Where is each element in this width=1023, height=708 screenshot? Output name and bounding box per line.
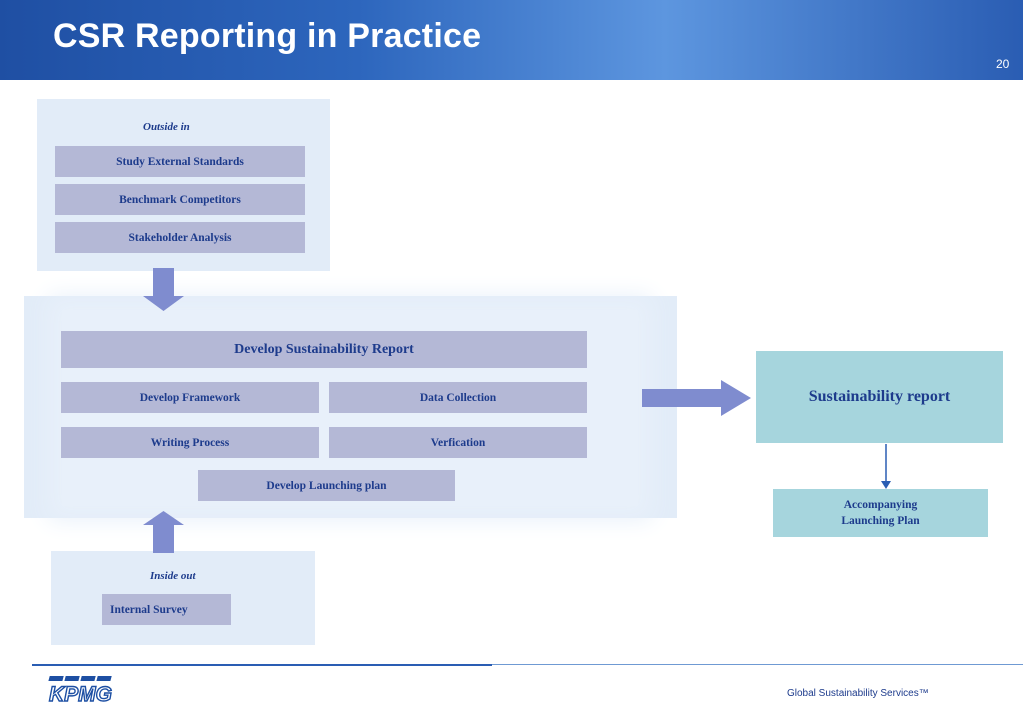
slide-header: CSR Reporting in Practice 20 — [0, 0, 1023, 80]
up-arrow-icon — [143, 511, 184, 553]
develop-framework-box: Develop Framework — [61, 382, 319, 413]
right-arrow-icon — [642, 380, 751, 416]
slide-title: CSR Reporting in Practice — [53, 17, 482, 55]
inside-out-label: Inside out — [150, 570, 196, 582]
accompanying-launching-plan-box: Accompanying Launching Plan — [773, 489, 988, 537]
launching-plan-line1: Accompanying — [843, 499, 918, 511]
study-external-standards-box: Study External Standards — [55, 146, 305, 177]
data-collection-box: Data Collection — [329, 382, 587, 413]
develop-launching-plan-box: Develop Launching plan — [198, 470, 455, 501]
page-number: 20 — [996, 57, 1010, 71]
outside-in-label: Outside in — [143, 121, 190, 133]
footer-text: Global Sustainability Services™ — [787, 688, 929, 699]
launching-plan-line2: Launching Plan — [841, 515, 920, 527]
small-down-arrow-icon — [881, 481, 891, 489]
stakeholder-analysis-box: Stakeholder Analysis — [55, 222, 305, 253]
svg-text:KPMG: KPMG — [49, 683, 112, 705]
footer-divider — [32, 664, 492, 666]
sustainability-report-box: Sustainability report — [756, 351, 1003, 443]
develop-sustainability-report-box: Develop Sustainability Report — [61, 331, 587, 368]
verification-box: Verfication — [329, 427, 587, 458]
down-arrow-icon — [143, 268, 184, 311]
benchmark-competitors-box: Benchmark Competitors — [55, 184, 305, 215]
internal-survey-box: Internal Survey — [102, 594, 231, 625]
writing-process-box: Writing Process — [61, 427, 319, 458]
footer-divider-light — [492, 664, 1023, 665]
kpmg-logo: KPMG — [48, 676, 113, 705]
